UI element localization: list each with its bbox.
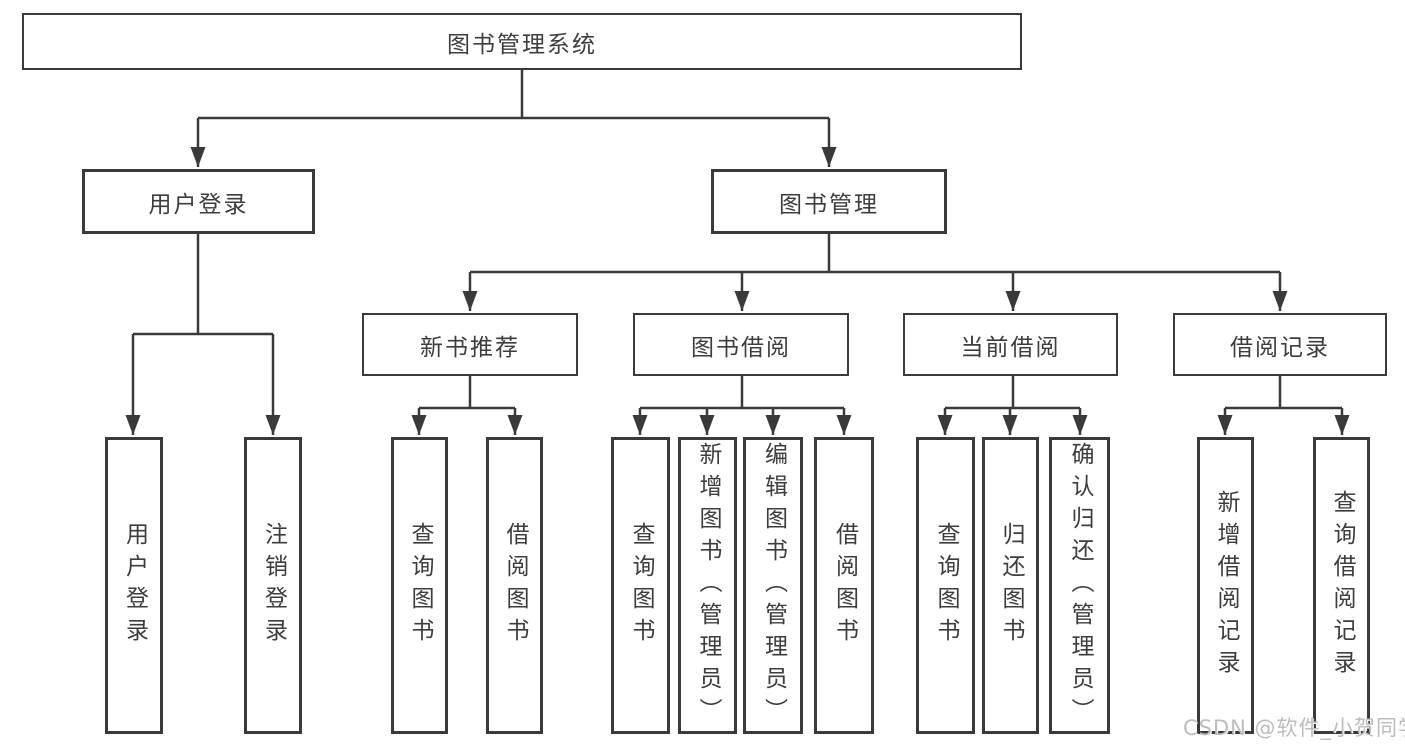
node-label: 当前借阅 xyxy=(960,334,1061,361)
branch-book-borrow xyxy=(640,376,844,410)
node-label: 借阅记录 xyxy=(1230,334,1330,361)
branch-root xyxy=(198,70,829,120)
node-label: 图书管理 xyxy=(779,191,879,218)
node-book-management: 图书管理 xyxy=(711,169,947,234)
branch-borrow-rec xyxy=(1225,376,1342,410)
node-borrowing-records: 借阅记录 xyxy=(1173,313,1387,376)
leaf-label: 新增借阅记录 xyxy=(1213,489,1239,682)
branch-cur-borrow xyxy=(945,376,1080,410)
node-library-management-system: 图书管理系统 xyxy=(22,13,1022,70)
leaf-label: 查询图书 xyxy=(407,521,433,650)
node-user-login: 用户登录 xyxy=(82,169,315,234)
leaf-label: 查询图书 xyxy=(628,521,654,650)
leaf-label: 归还图书 xyxy=(998,521,1024,650)
leaf-label: 借阅图书 xyxy=(831,521,858,650)
leaf-label: 确认归还（管理员） xyxy=(1067,441,1093,730)
leaf-query-books-borrowing: 查询图书 xyxy=(611,437,670,734)
leaf-label: 注销登录 xyxy=(260,521,287,650)
node-label: 新书推荐 xyxy=(420,334,520,361)
branch-user-login xyxy=(133,234,273,336)
node-label: 用户登录 xyxy=(148,191,249,218)
leaf-user-login: 用户登录 xyxy=(105,437,163,734)
leaf-confirm-return-admin: 确认归还（管理员） xyxy=(1049,437,1110,734)
node-current-borrowing: 当前借阅 xyxy=(903,313,1118,376)
leaf-query-books-recommend: 查询图书 xyxy=(391,437,448,734)
leaf-label: 查询图书 xyxy=(933,521,959,650)
leaf-borrow-books-recommend: 借阅图书 xyxy=(486,437,543,734)
leaf-add-books-admin: 新增图书（管理员） xyxy=(678,437,737,734)
leaf-edit-books-admin: 编辑图书（管理员） xyxy=(743,437,803,734)
leaf-query-borrow-record: 查询借阅记录 xyxy=(1313,437,1370,734)
leaf-label: 新增图书（管理员） xyxy=(695,441,721,730)
leaf-label: 用户登录 xyxy=(121,521,148,650)
leaf-label: 查询借阅记录 xyxy=(1329,489,1355,682)
leaf-label: 借阅图书 xyxy=(502,521,528,650)
leaf-add-borrow-record: 新增借阅记录 xyxy=(1197,437,1254,734)
leaf-borrow-books-borrowing: 借阅图书 xyxy=(814,437,874,734)
leaf-query-books-current: 查询图书 xyxy=(916,437,975,734)
branch-book-mgmt xyxy=(470,234,1280,274)
branch-new-book xyxy=(419,376,515,410)
leaf-logout: 注销登录 xyxy=(244,437,302,734)
node-label: 图书借阅 xyxy=(691,334,791,361)
node-book-borrowing: 图书借阅 xyxy=(633,313,849,376)
node-label: 图书管理系统 xyxy=(447,31,597,58)
node-new-book-recommendation: 新书推荐 xyxy=(362,313,578,376)
leaf-label: 编辑图书（管理员） xyxy=(760,441,787,730)
csdn-watermark: CSDN @软件_小贺同学 xyxy=(1183,716,1405,740)
leaf-return-books: 归还图书 xyxy=(982,437,1039,734)
